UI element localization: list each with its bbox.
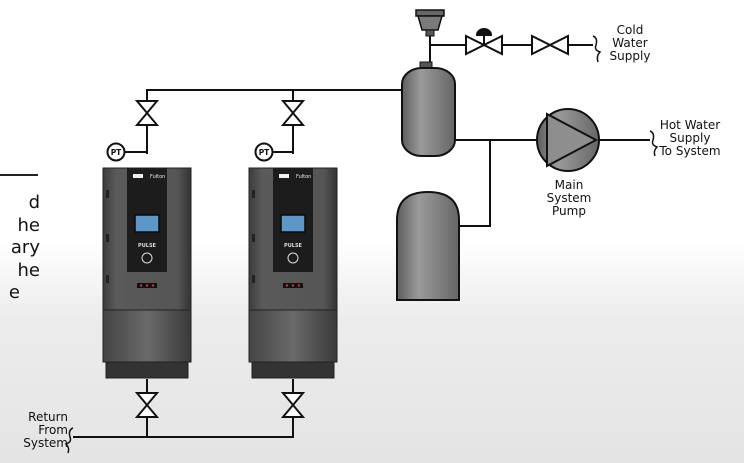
pressure-temperature-gauge-icon [254, 142, 293, 162]
label-line: From [38, 423, 68, 437]
cropped-text-line: he [17, 259, 40, 281]
air-separator-tank-icon [401, 61, 456, 157]
cropped-text-block: d he ary he e [0, 192, 40, 305]
gate-valve-icon [134, 392, 160, 418]
cropped-text-line: e [8, 282, 20, 303]
return-pipe-right [147, 379, 294, 438]
hot-water-supply-label: Hot Water Supply To System [650, 119, 730, 158]
brand-label: Fulton [296, 174, 311, 180]
label-line: Pump [552, 204, 586, 218]
pressure-reducing-valve-icon [465, 28, 503, 56]
expansion-tank-pipe [459, 140, 491, 227]
cropped-text-line: he [17, 214, 40, 236]
model-label: PULSE [138, 243, 157, 249]
pt-label: PT [111, 148, 122, 157]
supply-header-pipe [146, 70, 426, 154]
pt-label: PT [259, 148, 270, 157]
model-label: PULSE [284, 243, 303, 249]
label-line: Return [28, 410, 68, 424]
gate-valve-icon [531, 34, 569, 56]
pressure-temperature-gauge-icon [106, 142, 147, 162]
cropped-text-line: d [28, 192, 40, 213]
label-line: Supply [669, 131, 711, 145]
label-line: Water [612, 36, 648, 50]
label-line: Hot Water [659, 118, 721, 132]
gate-valve-icon [134, 100, 160, 126]
boiler-unit-icon: Fulton PULSE [102, 167, 192, 379]
label-line: To System [659, 144, 721, 158]
label-line: System [23, 436, 68, 450]
return-from-system-label: Return From System [2, 411, 68, 450]
gate-valve-icon [280, 100, 306, 126]
return-pipe-left [73, 379, 148, 438]
brand-label: Fulton [150, 174, 165, 180]
cold-water-supply-label: Cold Water Supply [606, 24, 654, 63]
boiler-unit-icon: Fulton PULSE [248, 167, 338, 379]
expansion-tank-icon [396, 190, 460, 301]
label-line: Main [554, 178, 584, 192]
text-divider [0, 174, 38, 176]
gate-valve-icon [280, 392, 306, 418]
pump-symbol-icon [536, 108, 600, 172]
air-vent-icon [415, 9, 445, 37]
label-line: System [546, 191, 592, 205]
pipe-end-brace-icon [64, 35, 659, 454]
label-line: Supply [609, 49, 651, 63]
label-line: Cold [616, 23, 644, 37]
main-system-pump-label: Main System Pump [536, 179, 602, 218]
cropped-text-line: ary [10, 237, 40, 258]
